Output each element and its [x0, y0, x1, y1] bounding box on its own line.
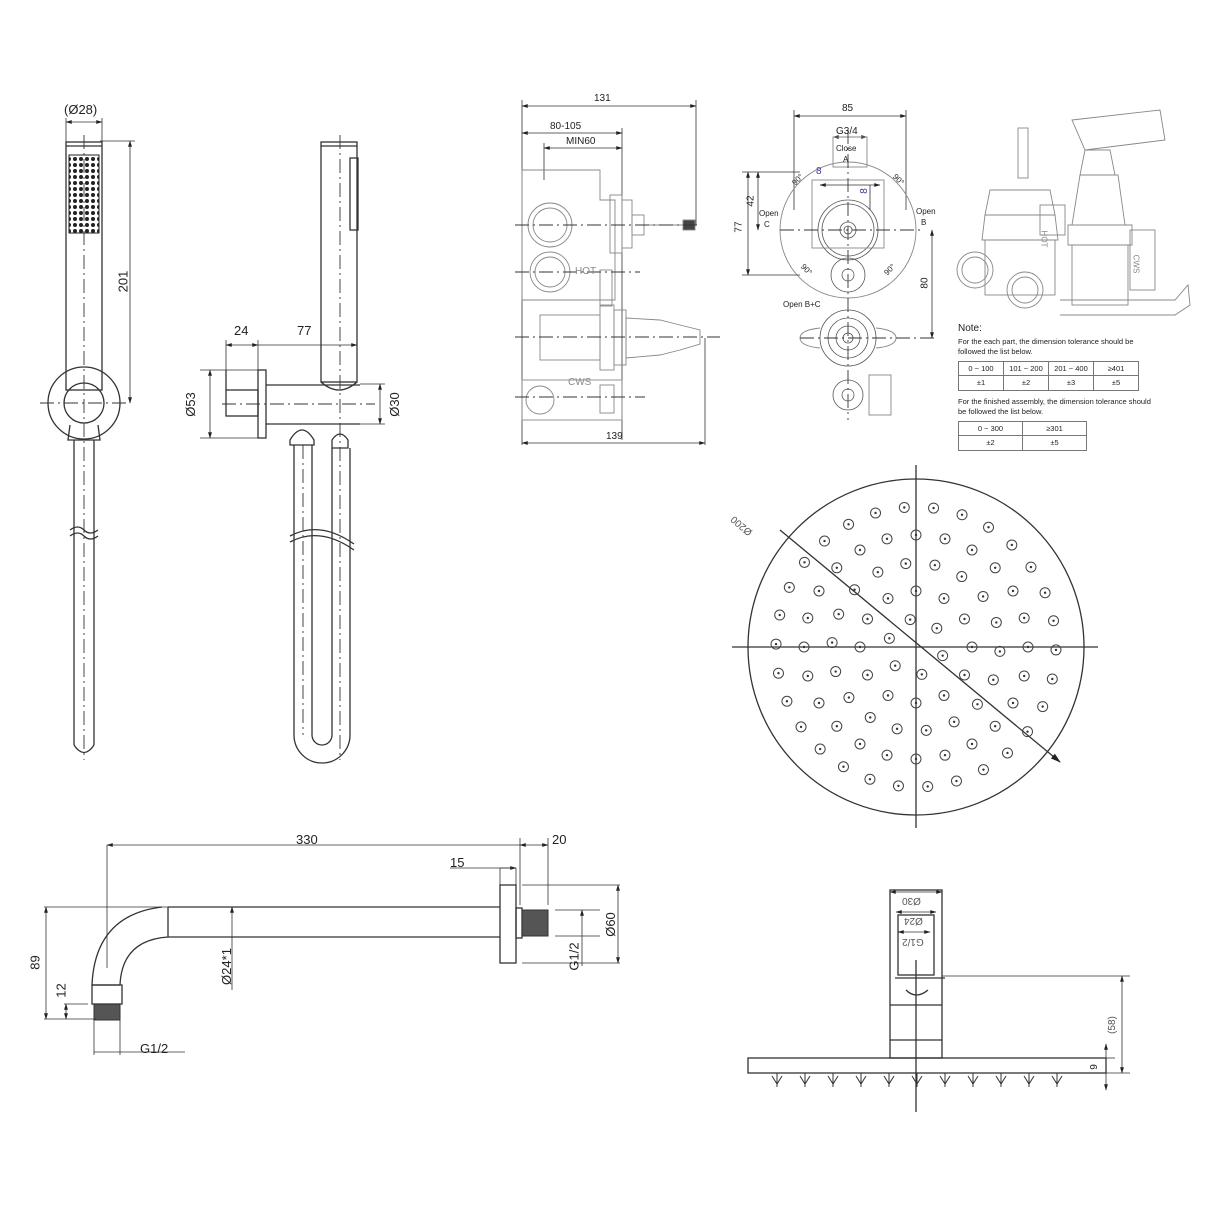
part-tol-cell: ±3: [1048, 375, 1094, 391]
head-thread-label: G1/2: [902, 936, 924, 947]
blue-dim-8b: 8: [858, 188, 870, 194]
valve-range-label: 80-105: [550, 121, 582, 132]
part-range-cell: 0 ~ 100: [958, 360, 1004, 377]
spray-arrows: [771, 1073, 1063, 1087]
valve-side-view: [515, 100, 720, 445]
head-thickness-label: 9: [1088, 1064, 1100, 1070]
assembly-tol-cell: ±5: [1022, 435, 1087, 451]
valve-hot-label: HOT: [575, 266, 597, 277]
assembly-range-cell: ≥301: [1022, 420, 1087, 437]
part-range-cell: 101 ~ 200: [1003, 360, 1049, 377]
wall-thread-label: G1/2: [566, 942, 582, 971]
hand-shower-length-label: 201: [115, 270, 131, 293]
projection-label: 77: [297, 323, 312, 338]
iso-hot-label: HOT: [1039, 230, 1049, 248]
open-c-port-label: C: [764, 220, 770, 229]
open-bc-label: Open B+C: [783, 300, 821, 309]
flange-diameter-label: Ø60: [602, 912, 618, 937]
hand-shower-diameter-label: (Ø28): [64, 102, 98, 117]
assembly-range-cell: 0 ~ 300: [958, 420, 1023, 437]
note-title: Note:: [958, 323, 982, 334]
tolerance-note: Note: For the each part, the dimension t…: [958, 322, 1158, 457]
open-c-label: Open: [759, 209, 779, 218]
holder-diameter-label: Ø30: [386, 392, 402, 417]
part-tol-cell: ±5: [1093, 375, 1139, 391]
part-range-cell: ≥401: [1093, 360, 1139, 377]
wall-depth-label: 24: [234, 323, 249, 338]
dim-42-label: 42: [745, 195, 757, 207]
outlet-thread-label: G1/2: [140, 1041, 169, 1056]
connector-diameter-label: Ø30: [902, 895, 921, 906]
flange-thickness-label: 15: [450, 855, 465, 870]
arm-thread-height-label: 12: [53, 983, 69, 998]
valve-isometric-view: [956, 109, 1191, 316]
open-b-port-label: B: [921, 218, 927, 227]
assembly-tolerance-text: For the finished assembly, the dimension…: [958, 397, 1151, 416]
assembly-tolerance-table: 0 ~ 300 ≥301 ±2 ±5: [958, 420, 1087, 452]
outlet-diameter-label: Ø53: [182, 392, 198, 417]
iso-cws-label: CWS: [1131, 254, 1141, 274]
close-label: Close: [836, 144, 857, 153]
valve-cws-label: CWS: [568, 377, 592, 388]
shower-head-plan-view: [732, 465, 1098, 828]
pipe-diameter-label: Ø24*1: [218, 948, 234, 985]
valve-min-depth-label: MIN60: [566, 136, 596, 147]
part-tol-cell: ±2: [1003, 375, 1049, 391]
dim-77-label: 77: [733, 221, 745, 233]
dim-80-label: 80: [919, 277, 931, 289]
valve-width-label: 85: [842, 103, 854, 114]
shower-head-side-view: [747, 889, 1130, 1112]
thread-length-label: 20: [552, 832, 567, 847]
hand-shower-side-view: [200, 135, 385, 764]
head-pipe-diameter-label: Ø24: [904, 915, 923, 926]
blue-dim-8a: 8: [816, 166, 822, 177]
valve-overall-bottom-label: 139: [606, 431, 623, 442]
shower-arm-view: [44, 838, 620, 1055]
valve-overall-top-label: 131: [594, 93, 611, 104]
nozzle-pattern: [770, 501, 1062, 793]
valve-front-view: [742, 110, 935, 420]
hand-shower-front-view: [40, 118, 135, 760]
part-tolerance-table: 0 ~ 100 101 ~ 200 201 ~ 400 ≥401 ±1 ±2 ±…: [958, 360, 1139, 392]
part-range-cell: 201 ~ 400: [1048, 360, 1094, 377]
part-tol-cell: ±1: [958, 375, 1004, 391]
open-b-label: Open: [916, 207, 936, 216]
arm-drop-label: 89: [27, 955, 43, 970]
part-tolerance-text: For the each part, the dimension toleran…: [958, 337, 1134, 356]
valve-thread-label: G3/4: [836, 126, 858, 137]
assembly-tol-cell: ±2: [958, 435, 1023, 451]
head-height-label: (58): [1106, 1016, 1118, 1034]
close-port-label: A: [843, 155, 849, 164]
arm-length-label: 330: [296, 832, 318, 847]
